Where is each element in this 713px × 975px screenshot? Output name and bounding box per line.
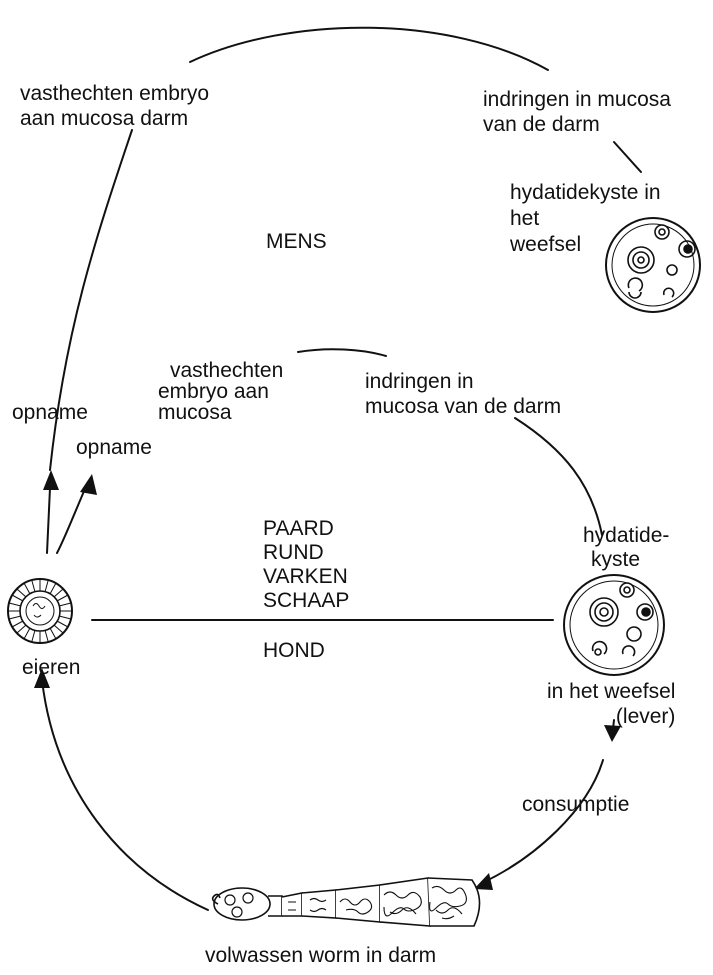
human-cycle-cyst-connector	[614, 142, 641, 172]
egg-to-human-uptake-line	[47, 488, 50, 553]
tissue-liver-label: in het weefsel (lever)	[547, 679, 675, 729]
human-uptake-label: opname	[12, 400, 88, 425]
arrowhead-icon	[43, 470, 59, 490]
arrowhead-icon	[80, 474, 97, 495]
worm-to-eggs-arc	[42, 680, 208, 910]
animal-cycle-left-arc	[57, 482, 88, 553]
egg-icon	[8, 579, 72, 643]
human-cycle-top-arc	[190, 28, 548, 70]
animal-attach-label: vasthechten embryo aan mucosa	[158, 360, 283, 423]
human-penetrate-label: indringen in mucosa van de darm	[483, 87, 671, 137]
animal-cyst-label: hydatide- kyste	[583, 524, 669, 572]
animal-host-list: PAARD RUND VARKEN SCHAAP	[263, 517, 349, 613]
animal-penetrate-label: indringen in mucosa van de darm	[365, 369, 561, 419]
animal-cycle-right-arc	[515, 418, 602, 535]
animal-uptake-label: opname	[76, 435, 152, 460]
consumption-to-worm-arc	[482, 760, 603, 883]
animal-cycle-top-arc	[298, 349, 386, 356]
adult-worm-icon	[213, 878, 480, 926]
human-cyst-label: hydatidekyste in het weefsel	[510, 180, 661, 258]
eggs-label: eieren	[22, 655, 80, 680]
adult-worm-label: volwassen worm in darm	[205, 943, 436, 968]
hydatid-cyst-icon	[564, 575, 664, 675]
human-attach-label: vasthechten embryo aan mucosa darm	[20, 81, 209, 131]
consumption-label: consumptie	[522, 792, 629, 817]
dog-host-label: HOND	[263, 638, 325, 663]
human-host-label: MENS	[266, 229, 327, 254]
